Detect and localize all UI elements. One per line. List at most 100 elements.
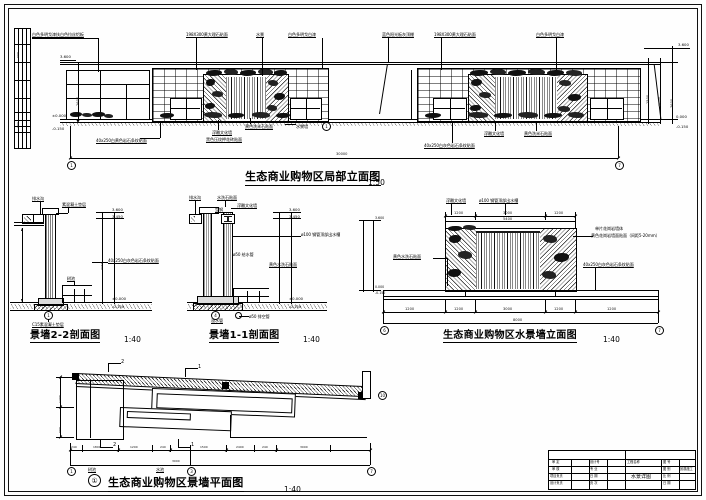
level-mark: 3.600	[289, 207, 300, 212]
title-block-drawing-name: 水景详图	[631, 474, 652, 480]
steel-section	[221, 214, 235, 224]
left-frame-structure	[66, 70, 150, 120]
right-end-panel	[635, 64, 662, 120]
section-mark-1-top	[185, 368, 198, 377]
level-mark: 0.000	[676, 114, 687, 119]
annotation-label: 40x250白灰色岩石条纹贴面	[108, 258, 159, 263]
plan-column-left	[72, 373, 79, 380]
wall-section-inner	[223, 212, 233, 305]
title-block-cell: 设计号	[590, 459, 600, 464]
dim-label: 1800	[93, 445, 101, 449]
annotation-label: 40x250白灰色岩石条纹贴面	[424, 143, 475, 148]
title-block-cell: 项目负责	[550, 473, 563, 478]
annotation-label: 水景墙	[296, 124, 308, 129]
title-block-cell: 图 别	[663, 466, 671, 471]
wall-a-opening-right	[290, 98, 322, 120]
view-scale: 1:40	[603, 335, 620, 344]
annotation-label: 溢水管	[211, 318, 223, 323]
annotation-label: 白色多明戈白漆	[288, 32, 316, 37]
section-mark-label: 1	[198, 364, 202, 370]
level-mark: ±0.000	[112, 296, 127, 301]
level-mark: 3.600	[112, 207, 123, 212]
vertical-dim: 3600	[670, 98, 674, 108]
dim-label: 240	[262, 445, 268, 449]
title-block-cell: 审 定	[552, 459, 560, 464]
annotation-label: 黑色压纹押花砖贴面	[206, 137, 242, 142]
overall-dimension-line	[70, 158, 618, 159]
title-block-cell: 设计负责	[550, 480, 563, 485]
view-scale: 1:40	[284, 485, 301, 494]
annotation-label: 水池	[156, 467, 164, 472]
view-title: 景墙1-1剖面图	[209, 326, 280, 343]
view-title: 生态商业购物区水景墙立面图	[443, 326, 577, 343]
annotation-label: 40x250白黄色岩石条纹贴面	[96, 138, 147, 143]
annotation-label: ø50 排空管	[249, 314, 270, 319]
vertical-dim: 2600	[76, 96, 80, 106]
wall-a-water-feature	[203, 74, 289, 122]
dim-label: 1200	[405, 307, 415, 311]
wall-b-opening-left	[433, 98, 467, 120]
level-mark: -0.150	[676, 124, 689, 129]
grid-bubble: 7	[367, 467, 376, 476]
ruler-tick-label: 300	[16, 122, 20, 128]
view-scale: 1:50	[368, 178, 385, 187]
drainage-channel	[189, 214, 202, 224]
soil-hatch	[60, 122, 660, 126]
level-mark: 3.600	[60, 54, 71, 59]
dim-label: 1200	[454, 211, 464, 215]
annotation-label: ø100 钢管顶部出水槽	[479, 198, 519, 203]
wall-cap	[42, 208, 59, 215]
annotation-label: 黄色洗米石贴面	[245, 124, 273, 129]
view-main-elevation: 600 300	[0, 0, 706, 187]
plan-tree-pit	[76, 380, 124, 440]
view-water-wall-elevation: 3.600 0.000 -0.150	[355, 190, 706, 350]
dim-label: 1200	[554, 307, 564, 311]
dim-label: 3000	[300, 445, 308, 449]
section-mark-label: 2	[121, 359, 125, 365]
grid-bubble: 7	[655, 326, 664, 335]
dim-label: 1200	[554, 211, 564, 215]
annotation-label: 浮雕文化墙	[446, 198, 466, 203]
plan-column-mid	[222, 382, 229, 389]
annotation-label: 浮雕文化墙	[484, 131, 504, 136]
sheet-border-outer	[4, 4, 702, 496]
view-section-2-2: 3.600 3.450 ±0.000 -0.150 3450 排水沟 素混凝土垫…	[0, 190, 175, 350]
level-mark: -0.150	[52, 126, 65, 131]
section-mark-label: 2	[113, 442, 117, 448]
connector-panel	[323, 64, 417, 120]
vertical-dim: 2600	[658, 96, 662, 106]
annotation-label: 树池	[67, 276, 75, 281]
view-section-1-1: 3.600 3.450 ±0.000 -0.150 排水沟 水洗石贴面 浮雕文化…	[175, 190, 355, 350]
title-block-cell: 工程名称	[627, 459, 640, 464]
annotation-label: 排水沟	[189, 195, 201, 200]
overall-dim-label: 8000	[513, 318, 523, 322]
view-scale: 1:40	[303, 335, 320, 344]
grid-bubble: 3	[187, 467, 196, 476]
grid-bubble: 7	[615, 161, 624, 170]
water-basin	[233, 288, 269, 303]
wall-cap	[199, 207, 219, 214]
ground-line	[60, 119, 660, 120]
vertical-dim: 1500	[646, 94, 650, 104]
grid-bubble: 1	[67, 161, 76, 170]
dim-label: 240	[160, 445, 166, 449]
section-mark-label: 1	[191, 442, 195, 448]
view-marker-bubble: ①	[88, 474, 101, 487]
annotation-label: ø50 给水管	[233, 252, 254, 257]
view-title: 景墙2-2剖面图	[30, 326, 101, 343]
dim-label: 240	[71, 445, 77, 449]
level-mark: 3.450	[112, 214, 123, 219]
detail-bubble: 1	[322, 122, 331, 131]
annotation-label: 黄色洗米石贴面	[524, 131, 552, 136]
annotation-label: 浮雕文化墙	[212, 130, 232, 135]
dim-label: 1200	[607, 307, 617, 311]
annotation-label: 黄色水洗石贴面	[269, 262, 297, 267]
water-curtain	[476, 232, 540, 289]
title-block: 审 定 审 核 项目负责 设计负责 设计号 专 业 日 期 页 次 工程名称 水…	[548, 450, 696, 490]
dim-label: 1500	[200, 445, 208, 449]
section-mark-2-top	[108, 363, 121, 372]
dim-label: 2400	[236, 445, 244, 449]
annotation-label: 黄色花岗岩墙面贴面（间距5-20mm）	[591, 233, 660, 238]
canopy-line	[60, 62, 660, 63]
